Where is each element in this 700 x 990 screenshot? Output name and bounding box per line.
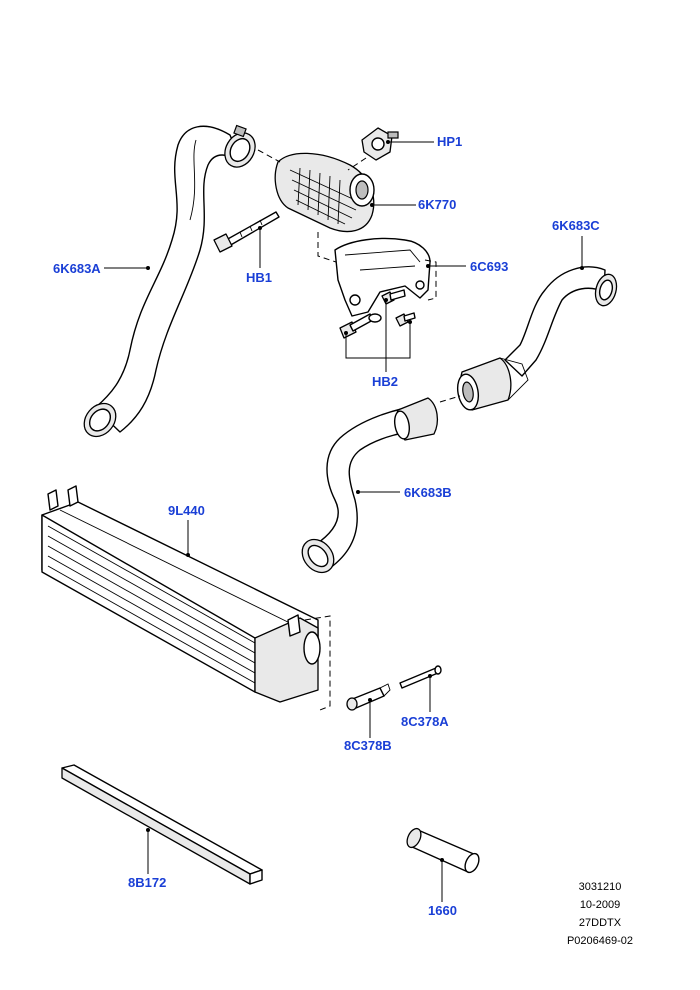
pin-8C378B[interactable] [346, 683, 391, 711]
hose-6K683C[interactable] [439, 266, 620, 412]
hose-6K683B[interactable] [296, 397, 439, 579]
label-6K683C: 6K683C [552, 218, 600, 233]
info-line-4: P0206469-02 [567, 935, 633, 947]
housing-6K770[interactable] [257, 149, 375, 233]
label-8B172: 8B172 [128, 875, 166, 890]
bolt-HB1[interactable] [213, 211, 280, 253]
label-8C378B: 8C378B [344, 738, 392, 753]
label-6K770: 6K770 [418, 197, 456, 212]
label-HB1: HB1 [246, 270, 272, 285]
leader-lines [104, 140, 584, 902]
bracket-6C693[interactable] [317, 232, 437, 317]
label-9L440: 9L440 [168, 503, 205, 518]
hose-6K683A[interactable] [78, 124, 261, 443]
label-HP1: HP1 [437, 134, 462, 149]
info-block: 3031210 10-2009 27DDTX P0206469-02 [567, 881, 633, 947]
info-line-2: 10-2009 [580, 899, 620, 911]
info-line-3: 27DDTX [579, 917, 622, 929]
pin-8C378A[interactable] [399, 665, 442, 689]
label-6K683A: 6K683A [53, 261, 101, 276]
label-HB2: HB2 [372, 374, 398, 389]
label-6K683B: 6K683B [404, 485, 452, 500]
sensor-HP1[interactable] [347, 127, 399, 171]
label-6C693: 6C693 [470, 259, 508, 274]
strip-8B172[interactable] [61, 764, 263, 885]
label-8C378A: 8C378A [401, 714, 449, 729]
tube-1660[interactable] [404, 826, 481, 874]
label-1660: 1660 [428, 903, 457, 918]
info-line-1: 3031210 [579, 881, 622, 893]
intercooler-9L440[interactable] [41, 485, 331, 711]
